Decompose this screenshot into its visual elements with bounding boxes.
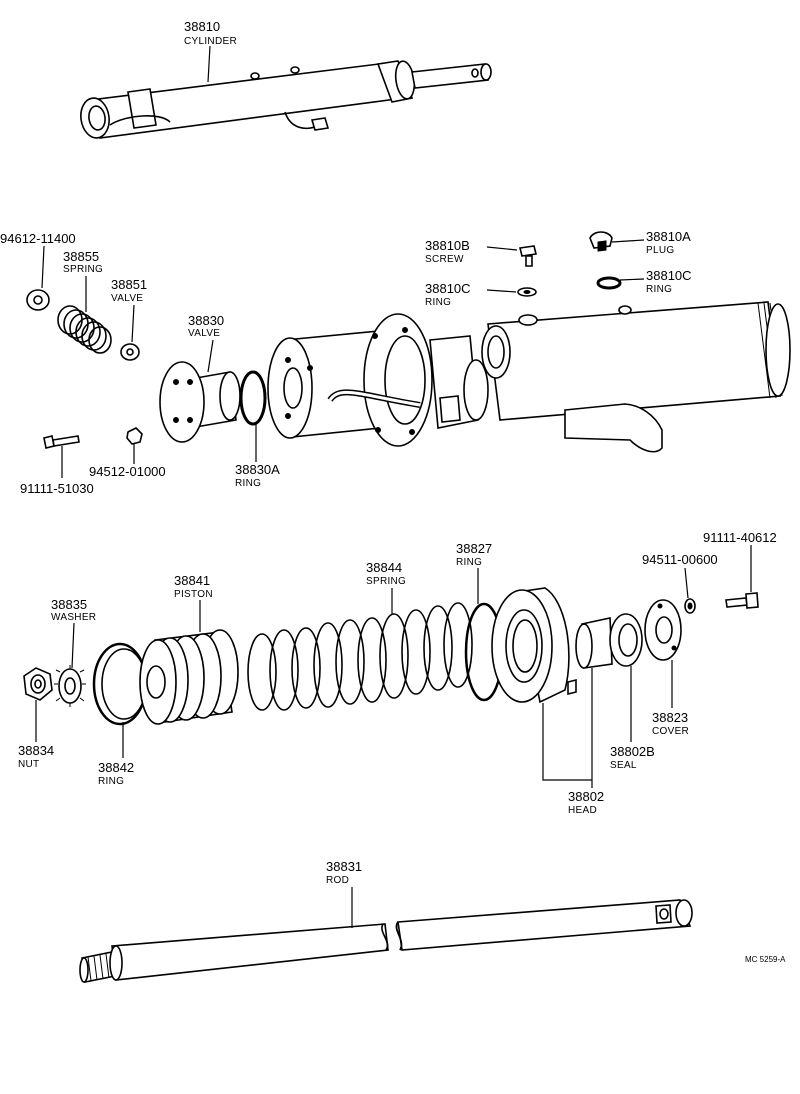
piston-38841-shape: [139, 629, 239, 725]
part-number-38827: 38827: [456, 541, 492, 556]
part-number-38810C-right: 38810C: [646, 268, 692, 283]
part-name-head-38802: HEAD: [568, 805, 597, 816]
part-name-cover-38823: COVER: [652, 726, 689, 737]
part-name-screw-38810B: SCREW: [425, 254, 464, 265]
part-number-94612-11400: 94612-11400: [0, 231, 76, 246]
valve-38830-shape: [159, 361, 241, 443]
part-name-seal-38802B: SEAL: [610, 760, 637, 771]
part-name-rod-38831: ROD: [326, 875, 349, 886]
part-number-38851: 38851: [111, 277, 147, 292]
part-number-38842: 38842: [98, 760, 134, 775]
part-name-washer-38835: WASHER: [51, 612, 96, 623]
part-name-valve-38851: VALVE: [111, 293, 143, 304]
cylinder-assembly-drawing: [80, 60, 492, 139]
part-name-spring-38844: SPRING: [366, 576, 406, 587]
washer-38835-shape: [54, 665, 86, 707]
part-number-38830: 38830: [188, 313, 224, 328]
part-number-38810: 38810: [184, 19, 220, 34]
part-name-cylinder: CYLINDER: [184, 36, 237, 47]
cover-38823-shape: [644, 599, 682, 661]
part-number-91111-51030: 91111-51030: [20, 481, 94, 496]
part-number-38810B: 38810B: [425, 238, 470, 253]
part-number-38855: 38855: [63, 249, 99, 264]
head-38802-shape: [491, 587, 577, 704]
part-number-38823: 38823: [652, 710, 688, 725]
part-number-38844: 38844: [366, 560, 402, 575]
part-number-38810C-left: 38810C: [425, 281, 471, 296]
spring-38855-shape: [57, 305, 112, 354]
part-number-94512-01000: 94512-01000: [89, 464, 166, 479]
part-name-ring-38827: RING: [456, 557, 482, 568]
cylinder-body-exploded: [267, 301, 791, 453]
part-name-spring-38855: SPRING: [63, 264, 103, 275]
part-name-plug-38810A: PLUG: [646, 245, 674, 256]
part-number-91111-40612: 91111-40612: [703, 530, 777, 545]
seal-38802B-shape: [575, 613, 643, 669]
reference-code: MC 5259-A: [745, 955, 786, 964]
part-name-nut-38834: NUT: [18, 759, 39, 770]
part-name-ring-38830A: RING: [235, 478, 261, 489]
part-number-38831: 38831: [326, 859, 362, 874]
part-name-valve-38830: VALVE: [188, 328, 220, 339]
part-number-38810A: 38810A: [646, 229, 691, 244]
part-name-ring-38842: RING: [98, 776, 124, 787]
part-name-ring-38810C-right: RING: [646, 284, 672, 295]
part-name-ring-38810C-left: RING: [425, 297, 451, 308]
part-number-38802: 38802: [568, 789, 604, 804]
part-number-94511-00600: 94511-00600: [642, 552, 718, 567]
part-number-38834: 38834: [18, 743, 54, 758]
part-number-38841: 38841: [174, 573, 210, 588]
rod-38831-shape: [79, 899, 693, 983]
spring-38844-shape: [247, 602, 473, 711]
part-name-piston-38841: PISTON: [174, 589, 213, 600]
part-number-38830A: 38830A: [235, 462, 280, 477]
part-number-38802B: 38802B: [610, 744, 655, 759]
part-number-38835: 38835: [51, 597, 87, 612]
